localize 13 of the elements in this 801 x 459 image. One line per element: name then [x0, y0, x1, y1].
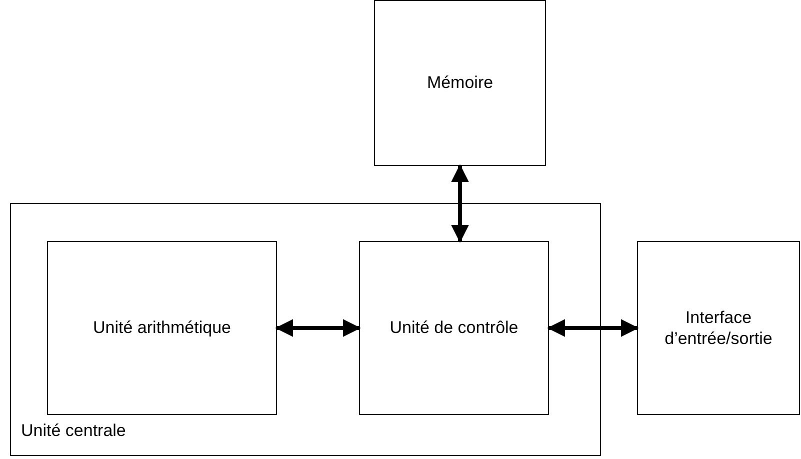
process-box	[374, 0, 546, 166]
double-arrow	[547, 319, 639, 337]
box-label: Unité centrale	[21, 420, 126, 441]
process-box	[359, 241, 549, 415]
box-label: Mémoire	[426, 72, 494, 94]
box-label: Unité de contrôle	[390, 317, 518, 339]
group-box	[10, 203, 601, 456]
double-arrow	[451, 164, 469, 243]
process-box	[47, 241, 277, 415]
box-label: Unité arithmétique	[93, 317, 231, 339]
box-label: Interface d’entrée/sortie	[664, 306, 774, 350]
double-arrow	[275, 319, 361, 337]
process-box	[637, 241, 800, 415]
